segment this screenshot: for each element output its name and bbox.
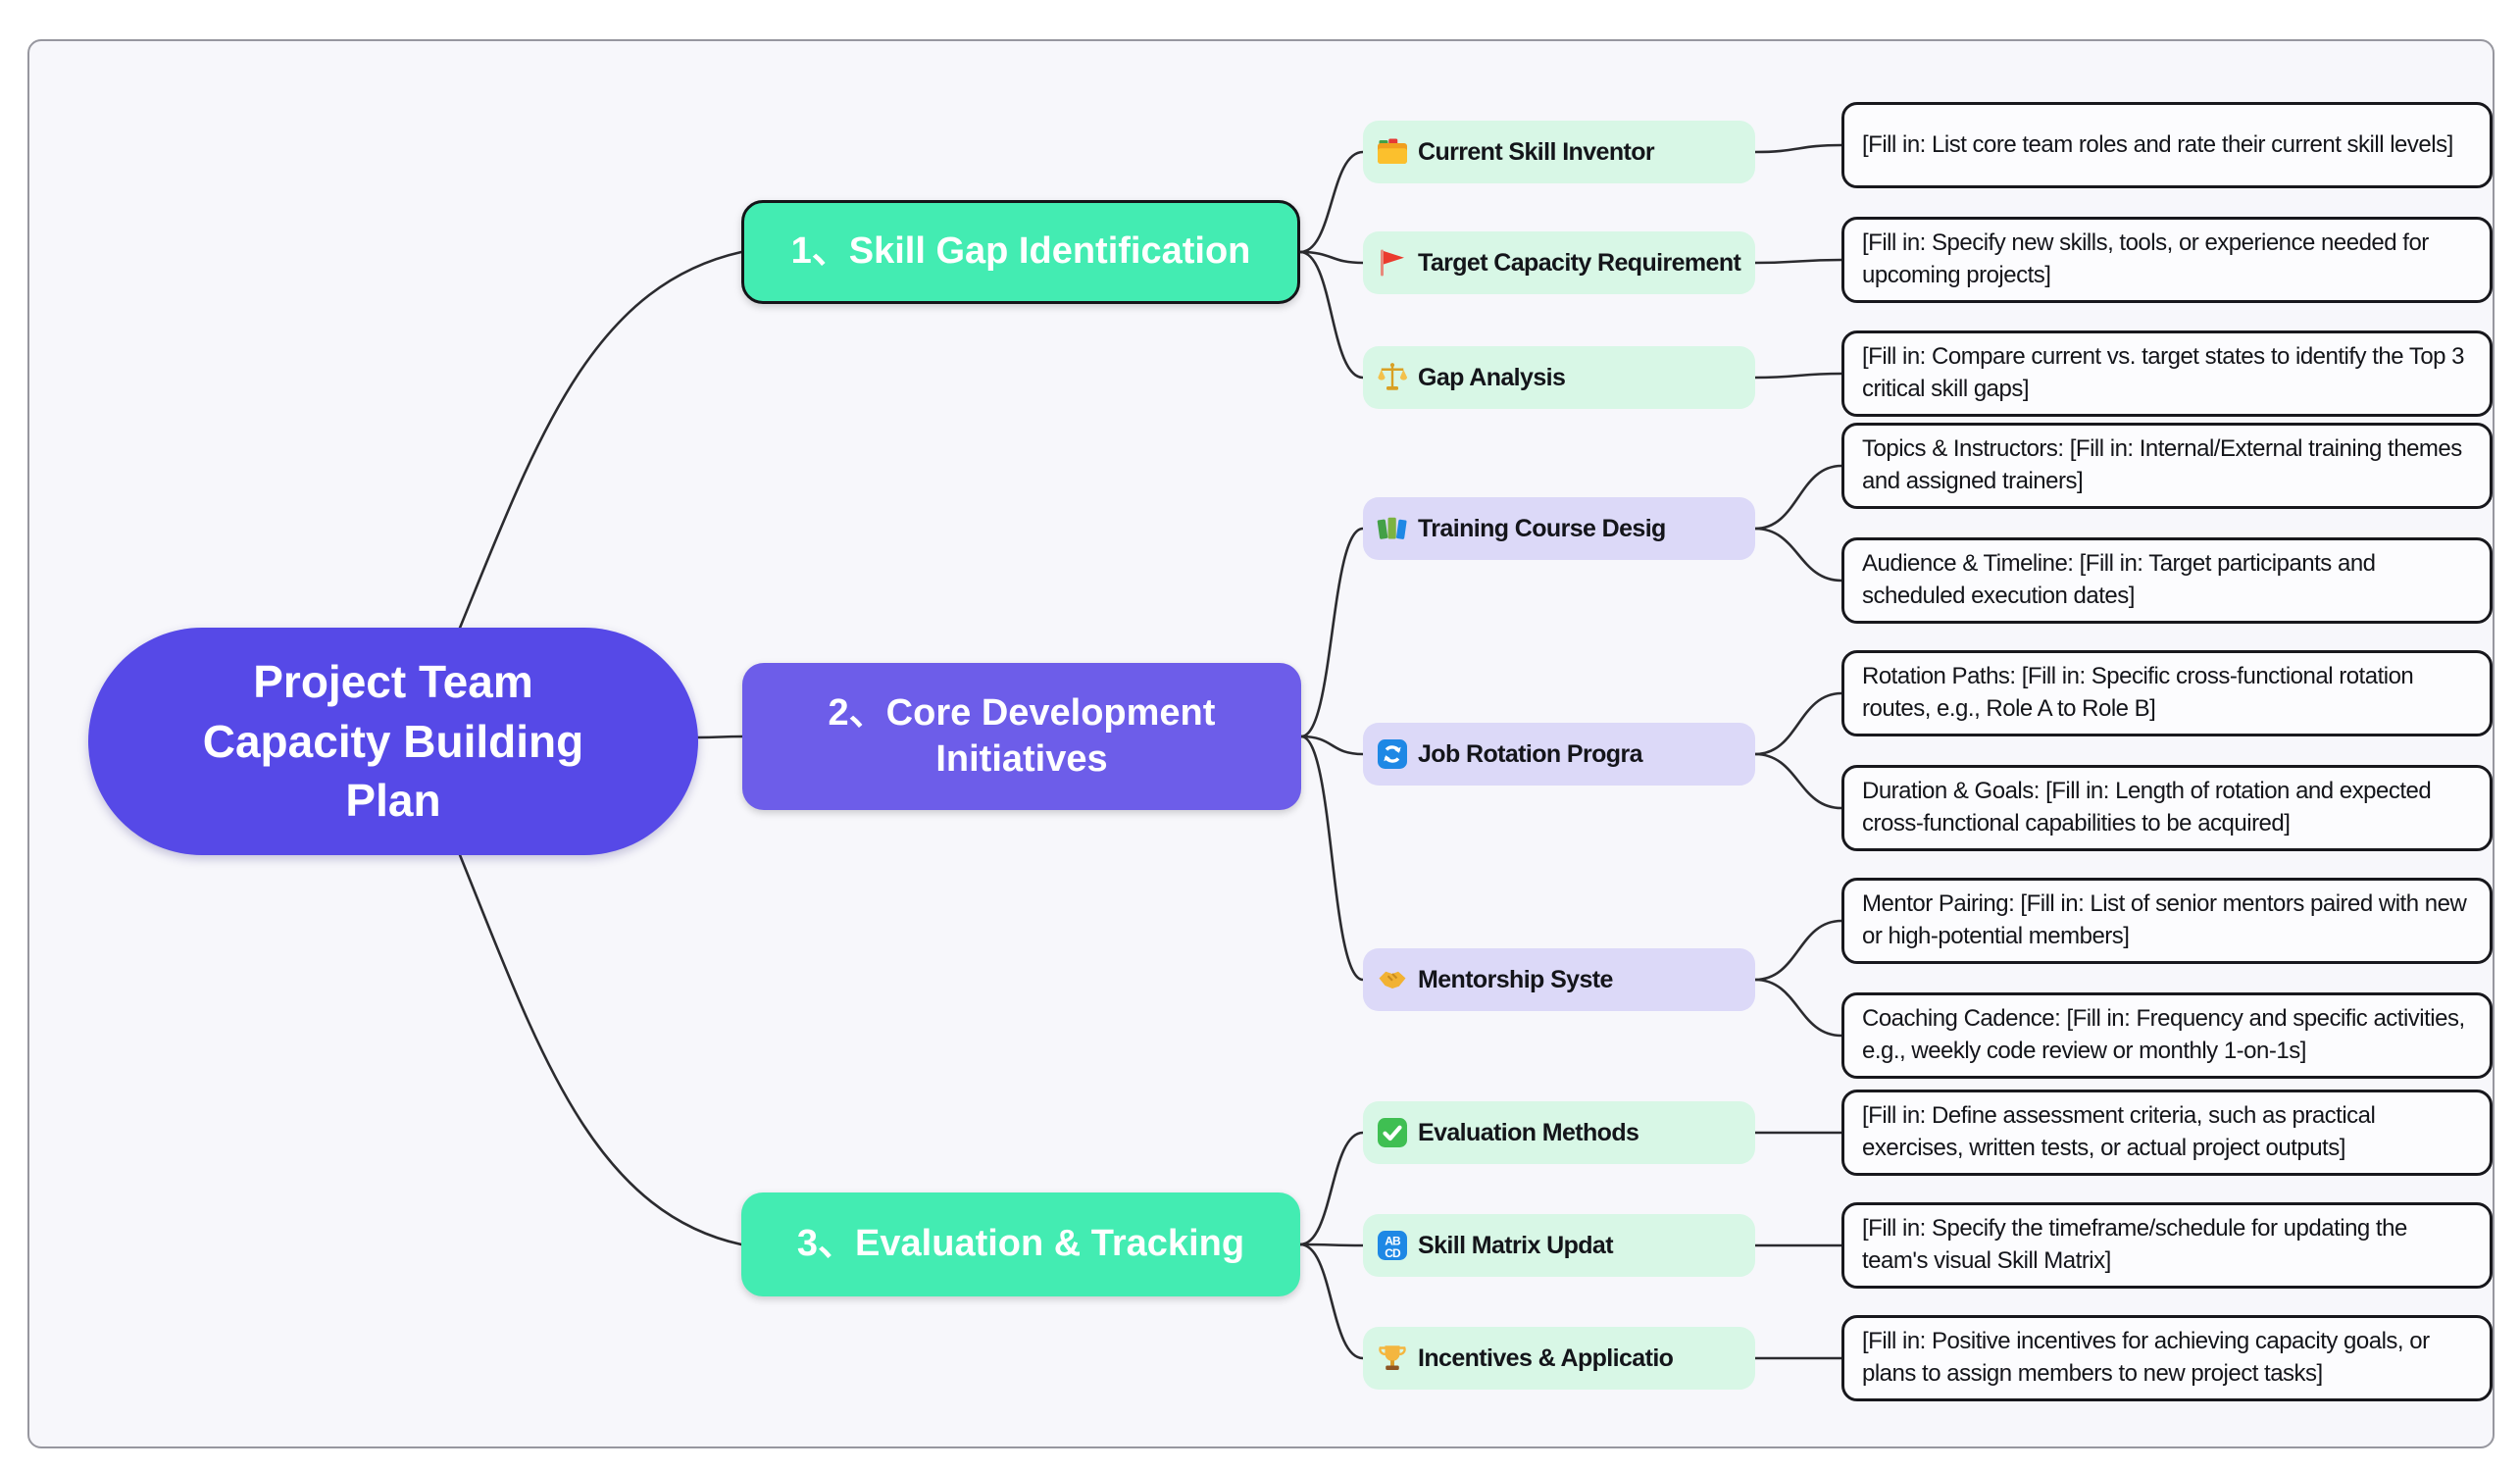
detail-node-2-1-2[interactable]: Audience & Timeline: [Fill in: Target pa… [1841,537,2493,624]
branch-node-2-label: 2、Core Development Initiatives [828,691,1216,781]
svg-text:AB: AB [1385,1234,1401,1247]
trophy-icon [1375,1341,1410,1376]
detail-node-2-1-1-text: Topics & Instructors: [Fill in: Internal… [1862,435,2462,494]
topic-node-1-2[interactable]: Target Capacity Requirement [1363,231,1755,294]
books-icon [1375,511,1410,546]
card-index-dividers-icon [1375,134,1410,170]
topic-node-2-1-label: Training Course Desig [1418,514,1666,542]
detail-node-3-2-1[interactable]: [Fill in: Specify the timeframe/schedule… [1841,1202,2493,1289]
detail-node-2-2-2[interactable]: Duration & Goals: [Fill in: Length of ro… [1841,765,2493,851]
branch-node-1-label: 1、Skill Gap Identification [790,230,1251,273]
branch-node-2[interactable]: 2、Core Development Initiatives [742,663,1301,810]
topic-node-3-1[interactable]: Evaluation Methods [1363,1101,1755,1164]
rotation-arrows-icon [1375,736,1410,772]
detail-node-1-3-1[interactable]: [Fill in: Compare current vs. target sta… [1841,330,2493,417]
detail-node-1-1-1-text: [Fill in: List core team roles and rate … [1862,130,2453,158]
svg-text:CD: CD [1385,1246,1401,1260]
topic-node-2-3[interactable]: Mentorship Syste [1363,948,1755,1011]
topic-node-3-3[interactable]: Incentives & Applicatio [1363,1327,1755,1390]
detail-node-1-1-1[interactable]: [Fill in: List core team roles and rate … [1841,102,2493,188]
balance-scale-icon [1375,360,1410,395]
detail-node-2-3-1[interactable]: Mentor Pairing: [Fill in: List of senior… [1841,878,2493,964]
detail-node-2-2-1[interactable]: Rotation Paths: [Fill in: Specific cross… [1841,650,2493,736]
topic-node-3-1-label: Evaluation Methods [1418,1118,1639,1146]
detail-node-3-3-1[interactable]: [Fill in: Positive incentives for achiev… [1841,1315,2493,1401]
check-mark-button-icon [1375,1115,1410,1150]
topic-node-3-3-label: Incentives & Applicatio [1418,1344,1674,1372]
topic-node-1-3-label: Gap Analysis [1418,363,1566,391]
detail-node-2-2-2-text: Duration & Goals: [Fill in: Length of ro… [1862,778,2432,837]
topic-node-1-1-label: Current Skill Inventor [1418,137,1655,166]
handshake-icon [1375,962,1410,997]
detail-node-2-2-1-text: Rotation Paths: [Fill in: Specific cross… [1862,663,2414,722]
topic-node-3-2-label: Skill Matrix Updat [1418,1231,1614,1259]
topic-node-1-1[interactable]: Current Skill Inventor [1363,121,1755,183]
branch-node-3[interactable]: 3、Evaluation & Tracking [741,1192,1300,1296]
detail-node-3-1-1[interactable]: [Fill in: Define assessment criteria, su… [1841,1090,2493,1176]
topic-node-2-1[interactable]: Training Course Desig [1363,497,1755,560]
root-node-label: Project Team Capacity Building Plan [202,655,584,827]
detail-node-2-3-2-text: Coaching Cadence: [Fill in: Frequency an… [1862,1005,2465,1064]
detail-node-2-3-2[interactable]: Coaching Cadence: [Fill in: Frequency an… [1841,992,2493,1079]
detail-node-2-1-2-text: Audience & Timeline: [Fill in: Target pa… [1862,550,2376,609]
topic-node-1-2-label: Target Capacity Requirement [1418,248,1741,277]
detail-node-2-1-1[interactable]: Topics & Instructors: [Fill in: Internal… [1841,423,2493,509]
branch-node-3-label: 3、Evaluation & Tracking [796,1223,1245,1265]
detail-node-3-2-1-text: [Fill in: Specify the timeframe/schedule… [1862,1215,2407,1274]
topic-node-2-2-label: Job Rotation Progra [1418,739,1642,768]
topic-node-2-2[interactable]: Job Rotation Progra [1363,723,1755,786]
detail-node-3-3-1-text: [Fill in: Positive incentives for achiev… [1862,1328,2430,1387]
detail-node-1-2-1-text: [Fill in: Specify new skills, tools, or … [1862,229,2429,288]
branch-node-1[interactable]: 1、Skill Gap Identification [741,200,1300,304]
detail-node-1-3-1-text: [Fill in: Compare current vs. target sta… [1862,343,2465,402]
topic-node-2-3-label: Mentorship Syste [1418,965,1613,993]
detail-node-3-1-1-text: [Fill in: Define assessment criteria, su… [1862,1102,2376,1161]
detail-node-1-2-1[interactable]: [Fill in: Specify new skills, tools, or … [1841,217,2493,303]
triangular-flag-icon [1375,245,1410,280]
detail-node-2-3-1-text: Mentor Pairing: [Fill in: List of senior… [1862,890,2467,949]
topic-node-1-3[interactable]: Gap Analysis [1363,346,1755,409]
root-node[interactable]: Project Team Capacity Building Plan [88,628,698,855]
